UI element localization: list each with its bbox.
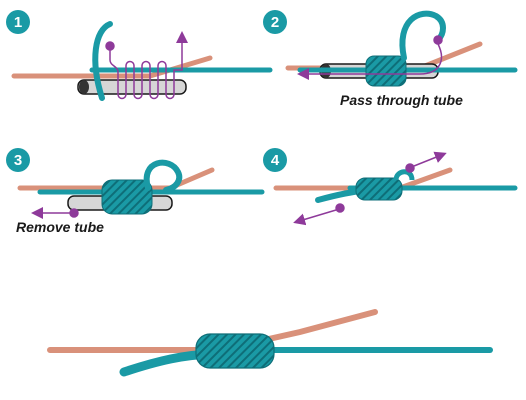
step-3-remove-arrow bbox=[31, 207, 79, 219]
step-3-caption: Remove tube bbox=[16, 219, 104, 235]
step-1-number: 1 bbox=[14, 14, 22, 31]
step-4: 4 bbox=[263, 148, 518, 226]
step-2-number: 2 bbox=[271, 14, 279, 31]
step-1-tube bbox=[77, 79, 187, 95]
step-2-pass-arrow bbox=[297, 35, 443, 80]
step-4-badge-circle bbox=[263, 148, 287, 172]
step-4-number: 4 bbox=[271, 152, 280, 169]
step-2: 2 Pass through tube bbox=[263, 10, 518, 108]
step-3-badge-circle bbox=[6, 148, 30, 172]
step-3-loop bbox=[143, 159, 183, 193]
step-3: 3 Remove tube bbox=[6, 148, 265, 235]
step-4-knot bbox=[355, 177, 403, 201]
step-2-wraps bbox=[365, 55, 407, 87]
final-knot bbox=[47, 309, 493, 377]
step-2-teal-tag bbox=[399, 10, 446, 61]
step-3-badge: 3 bbox=[6, 148, 30, 172]
step-4-loop bbox=[393, 169, 415, 181]
step-1-badge: 1 bbox=[6, 10, 30, 34]
step-3-number: 3 bbox=[14, 152, 22, 169]
step-1-teal-tag bbox=[92, 21, 113, 101]
step-2-badge-circle bbox=[263, 10, 287, 34]
step-4-badge: 4 bbox=[263, 148, 287, 172]
step-4-pull-arrows bbox=[293, 151, 447, 226]
step-1-wrap-path bbox=[105, 31, 188, 100]
step-1-tube-end bbox=[79, 80, 89, 94]
step-1-salmon-line bbox=[11, 55, 213, 79]
final-knot-wraps bbox=[195, 333, 275, 369]
step-2-caption: Pass through tube bbox=[340, 92, 463, 108]
step-2-badge: 2 bbox=[263, 10, 287, 34]
step-1-badge-circle bbox=[6, 10, 30, 34]
step-3-wraps bbox=[101, 179, 153, 215]
step-1: 1 bbox=[6, 10, 273, 101]
